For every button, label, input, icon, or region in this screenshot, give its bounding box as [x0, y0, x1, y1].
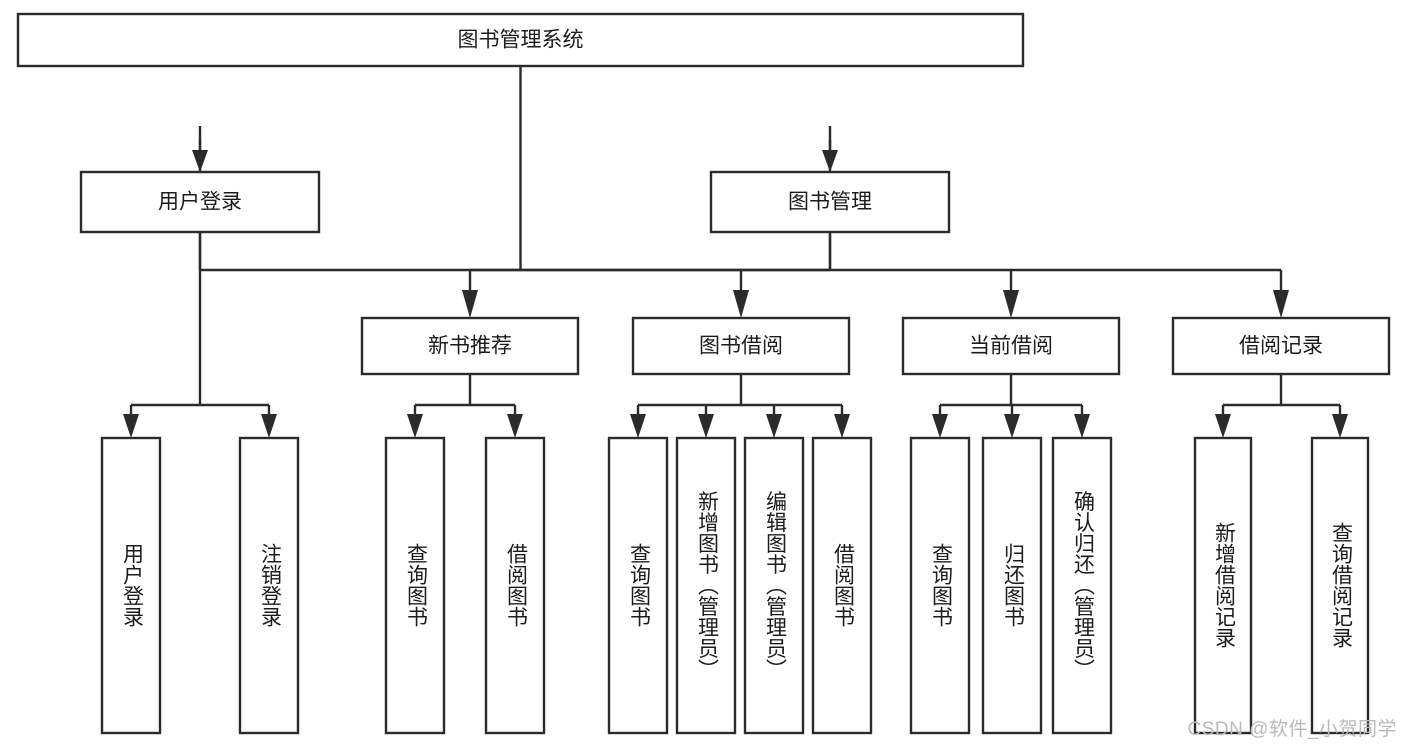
node-leaf-query-book-3-label: 查询图书	[929, 543, 953, 627]
node-leaf-return-book-label: 归还图书	[1001, 543, 1025, 627]
node-leaf-borrow-book-2-label: 借阅图书	[831, 543, 855, 627]
node-book-manage-box[interactable]	[709, 170, 951, 234]
arrowhead-leaf-query-book-1	[407, 414, 423, 438]
node-book-borrow-box[interactable]	[631, 316, 851, 376]
arrowhead-leaf-add-record	[1215, 414, 1231, 438]
node-current-borrow-label: 当前借阅	[969, 335, 1053, 358]
node-book-borrow-label: 图书借阅	[699, 335, 783, 358]
arrowhead-leaf-borrow-book-2	[834, 414, 850, 438]
node-leaf-query-book-2[interactable]: 查询图书	[607, 436, 669, 735]
arrowhead-leaf-confirm-return	[1074, 414, 1090, 438]
arrowhead-new-book-rec	[462, 290, 478, 318]
arrowhead-leaf-query-book-2	[630, 414, 646, 438]
node-leaf-return-book-box[interactable]	[981, 436, 1043, 735]
node-borrow-record-label: 借阅记录	[1239, 335, 1323, 358]
node-leaf-user-logout-box[interactable]	[238, 436, 300, 735]
node-leaf-confirm-return-label: 确认归还（管理员）	[1071, 491, 1095, 680]
node-leaf-edit-book[interactable]: 编辑图书（管理员）	[743, 436, 805, 735]
node-book-manage-label: 图书管理	[788, 191, 872, 214]
node-leaf-user-login[interactable]: 用户登录	[100, 436, 162, 735]
node-new-book-rec[interactable]: 新书推荐	[360, 316, 580, 376]
node-root[interactable]: 图书管理系统	[16, 12, 1025, 68]
node-current-borrow-box[interactable]	[901, 316, 1121, 376]
arrowhead-borrow-record	[1273, 290, 1289, 318]
node-leaf-edit-book-box[interactable]	[743, 436, 805, 735]
node-new-book-rec-box[interactable]	[360, 316, 580, 376]
arrowhead-current-borrow	[1003, 290, 1019, 318]
node-leaf-query-book-3-box[interactable]	[909, 436, 971, 735]
node-leaf-borrow-book-1-label: 借阅图书	[504, 543, 528, 627]
arrowhead-book-manage	[822, 150, 838, 172]
node-leaf-add-record[interactable]: 新增借阅记录	[1193, 436, 1253, 735]
node-root-box[interactable]	[16, 12, 1025, 68]
arrowhead-leaf-query-book-3	[932, 414, 948, 438]
node-user-login[interactable]: 用户登录	[79, 170, 321, 234]
node-leaf-query-book-1[interactable]: 查询图书	[384, 436, 446, 735]
node-leaf-query-book-1-box[interactable]	[384, 436, 446, 735]
arrowhead-leaf-edit-book	[766, 414, 782, 438]
node-leaf-query-book-3[interactable]: 查询图书	[909, 436, 971, 735]
arrowhead-leaf-user-logout	[261, 414, 277, 438]
node-leaf-add-record-label: 新增借阅记录	[1212, 522, 1236, 648]
node-leaf-add-record-box[interactable]	[1193, 436, 1253, 735]
node-root-label: 图书管理系统	[458, 29, 584, 52]
arrowhead-leaf-user-login	[123, 414, 139, 438]
arrowhead-leaf-borrow-book-1	[507, 414, 523, 438]
arrowhead-leaf-return-book	[1004, 414, 1020, 438]
node-leaf-borrow-book-2[interactable]: 借阅图书	[811, 436, 873, 735]
node-leaf-borrow-book-1-box[interactable]	[484, 436, 546, 735]
node-new-book-rec-label: 新书推荐	[428, 335, 512, 358]
node-leaf-user-login-label: 用户登录	[120, 543, 144, 627]
node-leaf-user-login-box[interactable]	[100, 436, 162, 735]
node-leaf-add-book[interactable]: 新增图书（管理员）	[675, 436, 737, 735]
node-leaf-query-book-1-label: 查询图书	[404, 543, 428, 627]
node-leaf-confirm-return[interactable]: 确认归还（管理员）	[1051, 436, 1113, 735]
node-leaf-user-logout-label: 注销登录	[258, 543, 282, 627]
node-leaf-return-book[interactable]: 归还图书	[981, 436, 1043, 735]
node-leaf-confirm-return-box[interactable]	[1051, 436, 1113, 735]
node-user-login-label: 用户登录	[158, 191, 242, 214]
node-book-manage[interactable]: 图书管理	[709, 170, 951, 234]
node-leaf-query-book-2-box[interactable]	[607, 436, 669, 735]
node-leaf-query-record-box[interactable]	[1310, 436, 1370, 735]
connector-layer	[123, 66, 1348, 438]
node-leaf-borrow-book-2-box[interactable]	[811, 436, 873, 735]
node-borrow-record[interactable]: 借阅记录	[1171, 316, 1391, 376]
arrowhead-user-login	[192, 150, 208, 172]
node-leaf-add-book-label: 新增图书（管理员）	[695, 491, 719, 680]
arrowhead-book-borrow	[733, 290, 749, 318]
node-book-borrow[interactable]: 图书借阅	[631, 316, 851, 376]
node-leaf-query-book-2-label: 查询图书	[627, 543, 651, 627]
node-user-login-box[interactable]	[79, 170, 321, 234]
node-leaf-query-record-label: 查询借阅记录	[1329, 522, 1353, 648]
node-leaf-borrow-book-1[interactable]: 借阅图书	[484, 436, 546, 735]
arrowhead-leaf-query-record	[1332, 414, 1348, 438]
arrowhead-leaf-add-book	[698, 414, 714, 438]
node-leaf-user-logout[interactable]: 注销登录	[238, 436, 300, 735]
node-leaf-query-record[interactable]: 查询借阅记录	[1310, 436, 1370, 735]
node-borrow-record-box[interactable]	[1171, 316, 1391, 376]
node-leaf-edit-book-label: 编辑图书（管理员）	[763, 491, 787, 680]
node-current-borrow[interactable]: 当前借阅	[901, 316, 1121, 376]
node-leaf-add-book-box[interactable]	[675, 436, 737, 735]
